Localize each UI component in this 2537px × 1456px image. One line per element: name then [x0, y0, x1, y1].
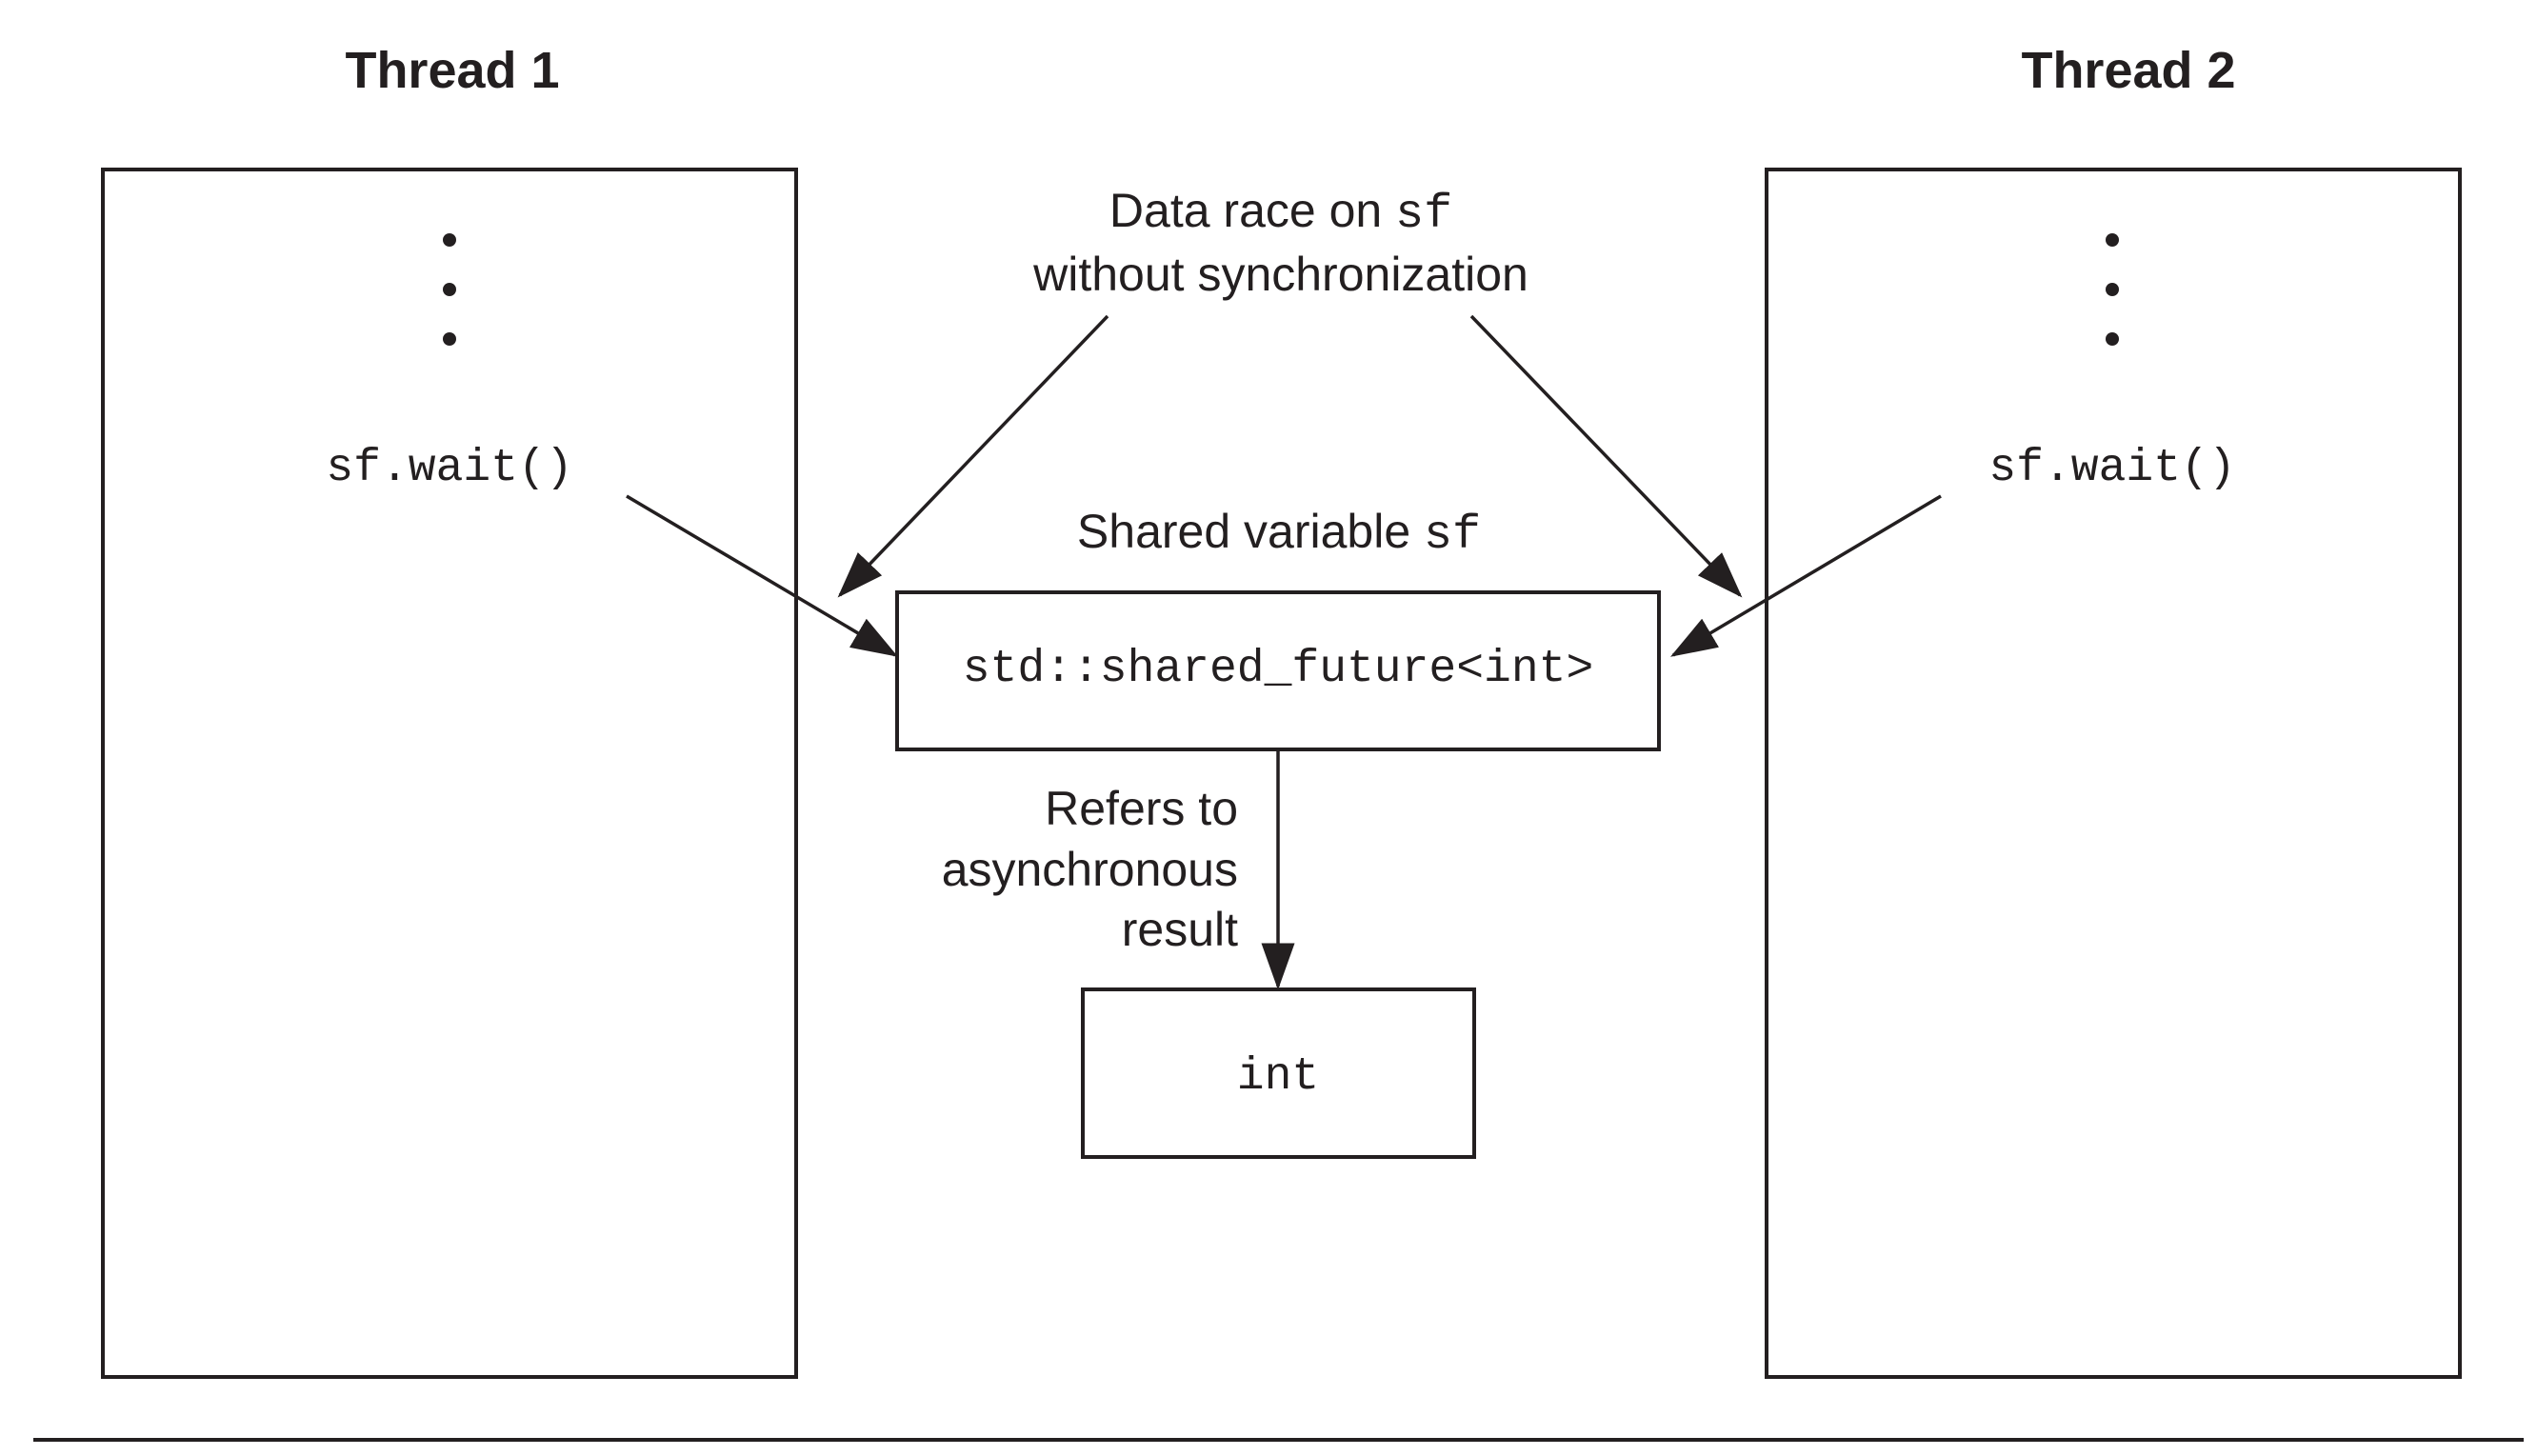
arrow-thread1-wait-to-shared: [626, 494, 899, 657]
arrow-race-to-shared-left: [837, 314, 1109, 598]
shared-future-type: std::shared_future<int>: [963, 644, 1594, 695]
thread1-title: Thread 1: [345, 42, 559, 99]
race-label-code: sf: [1395, 188, 1452, 242]
shared-variable-label: Shared variable sf: [1077, 505, 1481, 563]
thread1-wait-call: sf.wait(): [326, 443, 572, 494]
thread2-box: [1765, 168, 2462, 1379]
thread2-ellipsis: [2106, 233, 2119, 346]
shared-variable-code: sf: [1424, 509, 1481, 563]
refers-label-line3: result: [1122, 903, 1238, 956]
thread1-box: [101, 168, 798, 1379]
race-label-line2: without synchronization: [1032, 248, 1528, 301]
arrow-race-to-shared-right: [1469, 314, 1743, 598]
thread1-ellipsis: [443, 233, 456, 346]
shared-variable-text: Shared variable: [1077, 505, 1424, 558]
race-label-line1: Data race on sf: [1109, 184, 1452, 242]
thread2-wait-call: sf.wait(): [1988, 443, 2235, 494]
race-label-text: Data race on: [1109, 184, 1395, 237]
thread2-title: Thread 2: [2021, 42, 2235, 99]
result-type: int: [1237, 1051, 1319, 1103]
refers-label-line2: asynchronous: [942, 843, 1238, 896]
arrow-thread2-wait-to-shared: [1669, 494, 1942, 657]
refers-label-line1: Refers to: [1045, 782, 1238, 835]
